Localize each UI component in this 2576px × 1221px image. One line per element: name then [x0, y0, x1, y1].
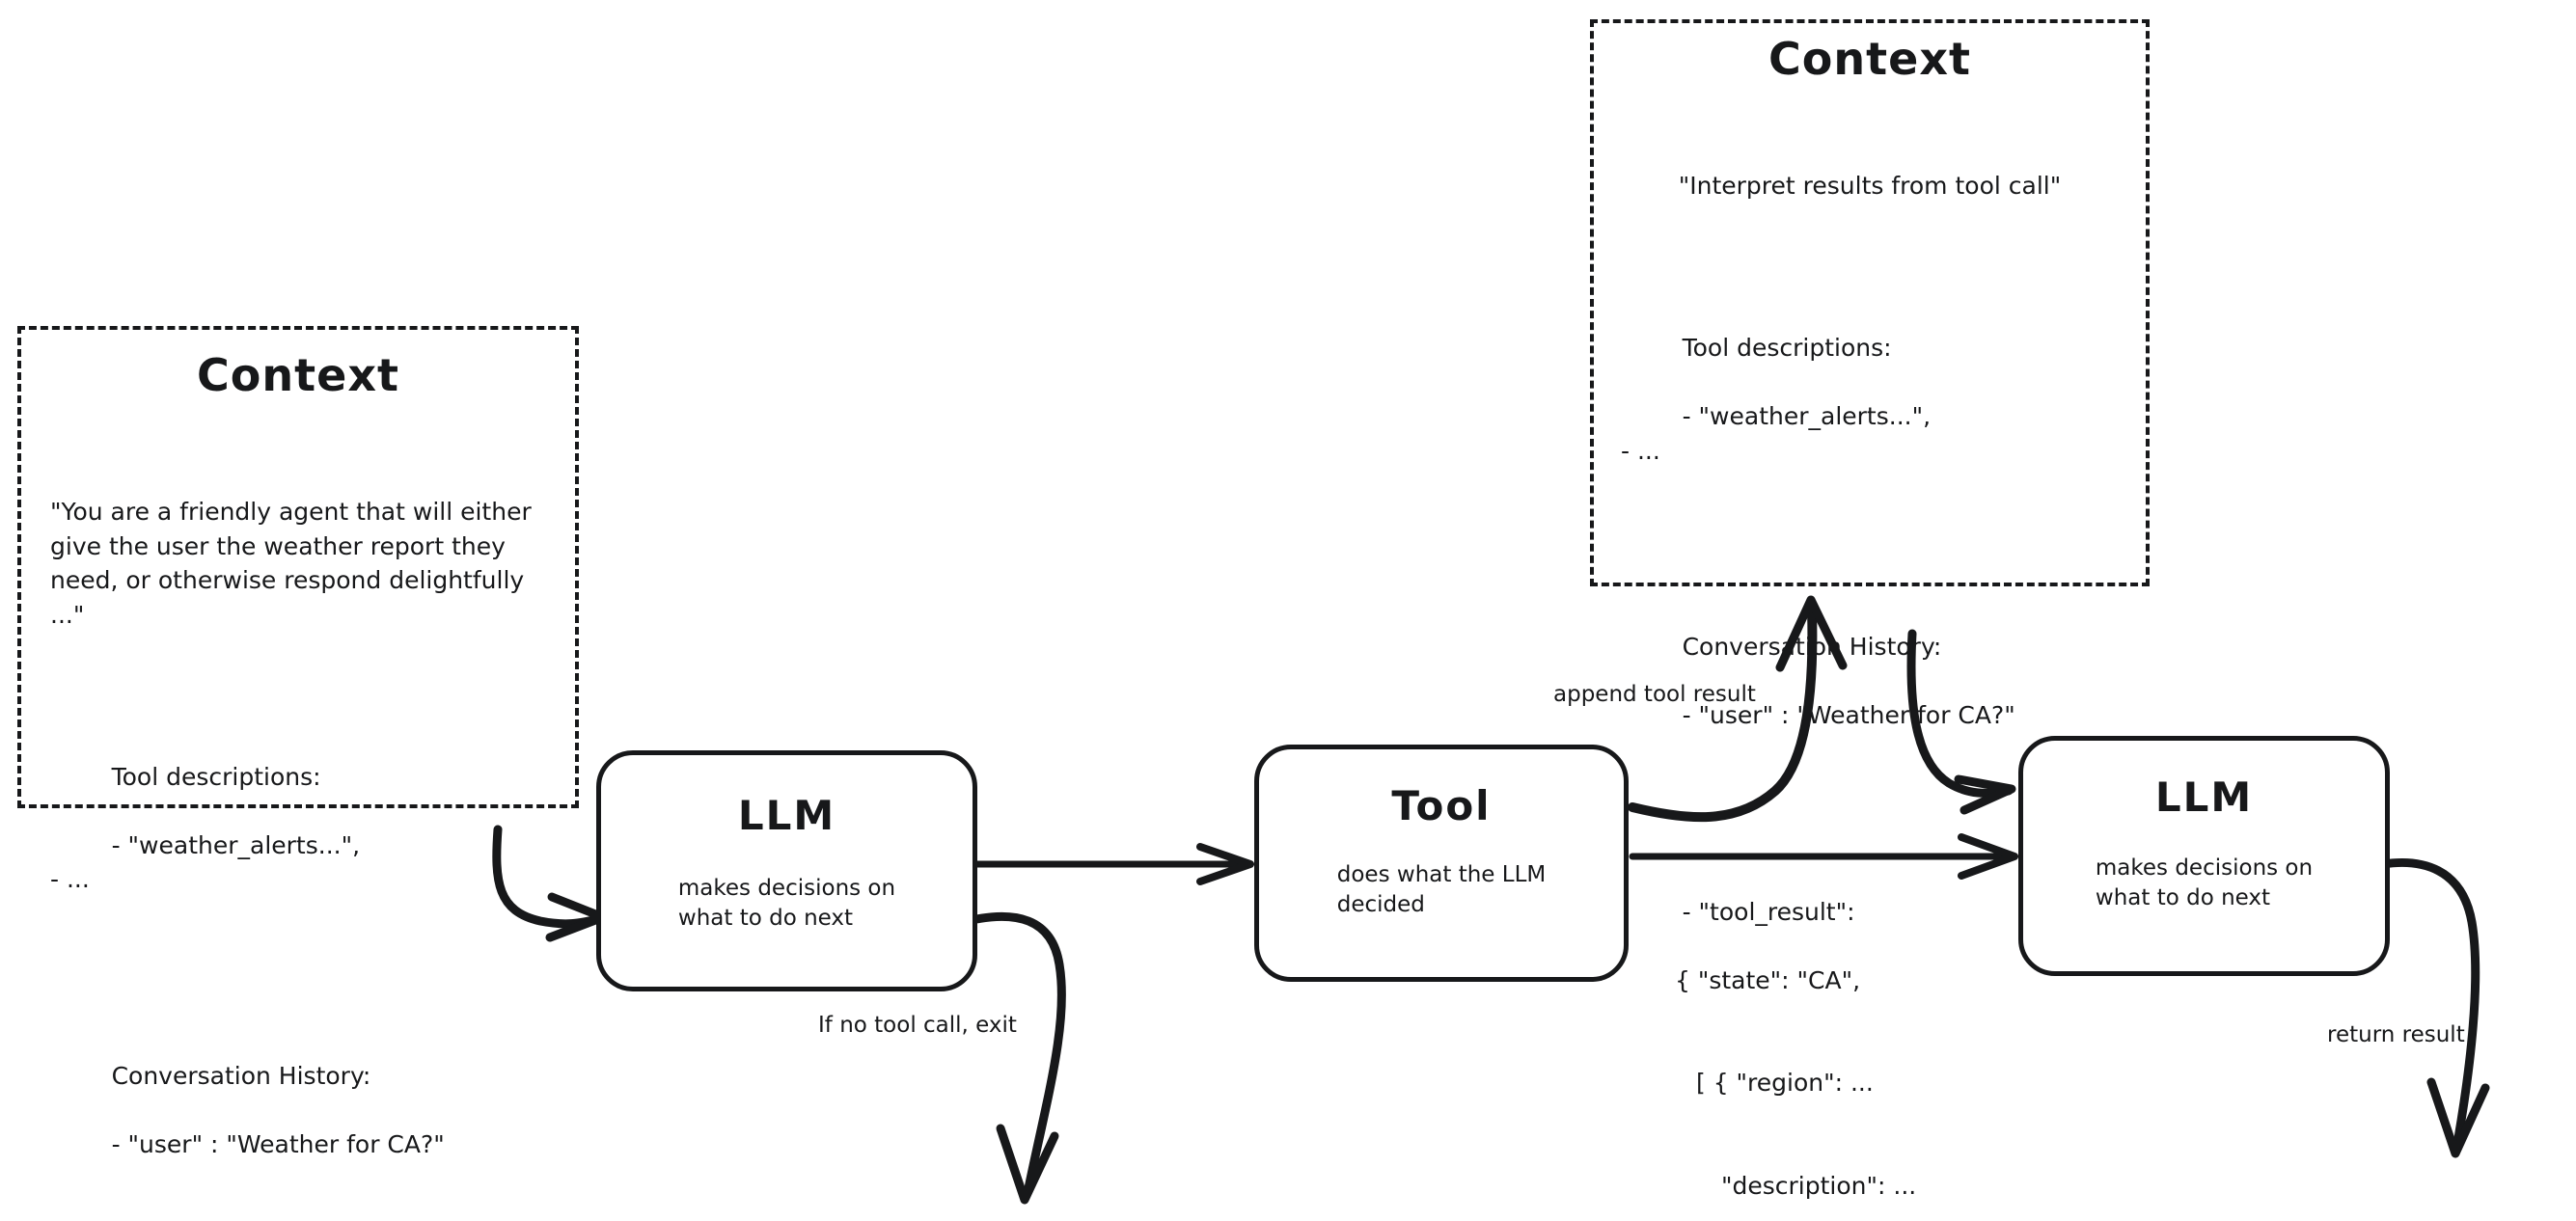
context-left-tool-descriptions-header: Tool descriptions: [111, 762, 321, 791]
node-llm-first-subtitle: makes decisions on what to do next [677, 876, 896, 932]
context-right-tool-descriptions-items: - "weather_alerts...", - ... [1621, 402, 1932, 465]
context-right-tool-descriptions: Tool descriptions: - "weather_alerts..."… [1621, 297, 2119, 502]
arrow-llm2-return-result [2378, 857, 2490, 1158]
context-right-tool-result-header: - "tool_result": [1682, 897, 1855, 926]
context-right-title: Context [1768, 33, 1971, 85]
context-right-tool-result-line2: [ { "region": ... [1696, 1069, 1874, 1097]
context-right-conversation: Conversation History: - "user" : "Weathe… [1621, 596, 2119, 768]
context-left-conversation: Conversation History: - "user" : "Weathe… [50, 1024, 546, 1196]
context-right-tool-result: - "tool_result": { "state": "CA", [ { "r… [1621, 860, 2119, 1221]
context-left-system-prompt: "You are a friendly agent that will eith… [50, 498, 539, 629]
context-left-body: "You are a friendly agent that will eith… [50, 426, 546, 1221]
node-tool-subtitle: does what the LLM decided [1336, 862, 1547, 918]
context-right-body: "Interpret results from tool call" Tool … [1621, 100, 2119, 1221]
context-box-right: Context "Interpret results from tool cal… [1590, 19, 2150, 1200]
node-llm-second-title: LLM [2154, 773, 2254, 821]
arrow-llm1-to-tool [966, 843, 1254, 885]
edge-label-append-tool-result: append tool result [1553, 682, 1756, 707]
node-llm-second-subtitle: makes decisions on what to do next [2095, 855, 2314, 911]
context-left-tool-descriptions: Tool descriptions: - "weather_alerts..."… [50, 725, 546, 931]
context-left-conversation-items: - "user" : "Weather for CA?" [111, 1129, 445, 1158]
context-right-conversation-user: - "user" : "Weather for CA?" [1682, 701, 2015, 729]
context-right-quote: "Interpret results from tool call" [1678, 172, 2062, 200]
context-right-tool-result-line1: { "state": "CA", [1675, 965, 1861, 994]
context-left-conversation-header: Conversation History: [111, 1061, 371, 1090]
node-llm-first[interactable]: LLM makes decisions on what to do next [596, 750, 977, 991]
context-left-title: Context [197, 349, 399, 401]
node-llm-second[interactable]: LLM makes decisions on what to do next [2018, 736, 2390, 976]
context-box-left: Context "You are a friendly agent that w… [17, 326, 579, 1158]
node-tool-title: Tool [1391, 782, 1492, 829]
edge-label-return-result: return result [2327, 1022, 2465, 1047]
context-right-conversation-header: Conversation History: [1682, 633, 1942, 661]
context-left-tool-descriptions-items: - "weather_alerts...", - ... [50, 830, 361, 894]
context-right-tool-result-line3: "description": ... [1721, 1171, 1917, 1200]
context-right-tool-descriptions-header: Tool descriptions: [1682, 334, 1892, 362]
node-llm-first-title: LLM [737, 792, 836, 839]
arrow-llm1-exit [972, 911, 1066, 1205]
edge-label-if-no-tool-call-exit: If no tool call, exit [818, 1013, 1017, 1038]
node-tool[interactable]: Tool does what the LLM decided [1254, 745, 1629, 982]
